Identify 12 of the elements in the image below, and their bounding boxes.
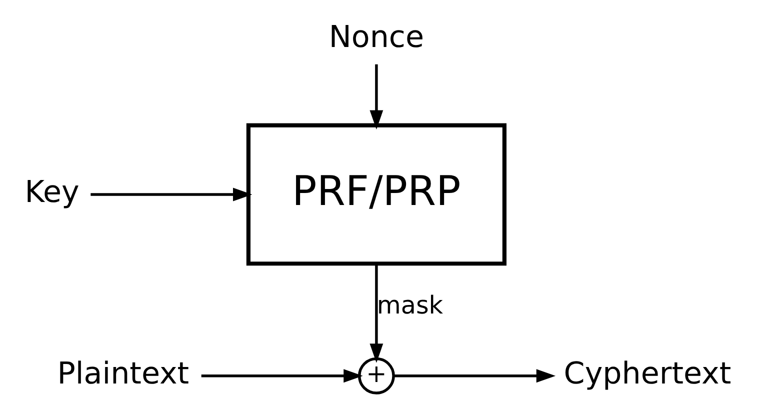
arrow	[201, 369, 363, 383]
arrow	[394, 369, 556, 383]
edge-label: mask	[376, 290, 444, 320]
arrow	[370, 264, 384, 363]
node-text: Plaintext	[57, 356, 190, 392]
node-text: Cyphertext	[564, 356, 732, 392]
node-text: Nonce	[328, 20, 424, 55]
node-text: Key	[24, 175, 80, 210]
arrow	[370, 64, 384, 130]
node-box: PRF/PRP	[246, 123, 506, 266]
arrow	[90, 188, 252, 202]
node-circle: +	[358, 357, 395, 394]
